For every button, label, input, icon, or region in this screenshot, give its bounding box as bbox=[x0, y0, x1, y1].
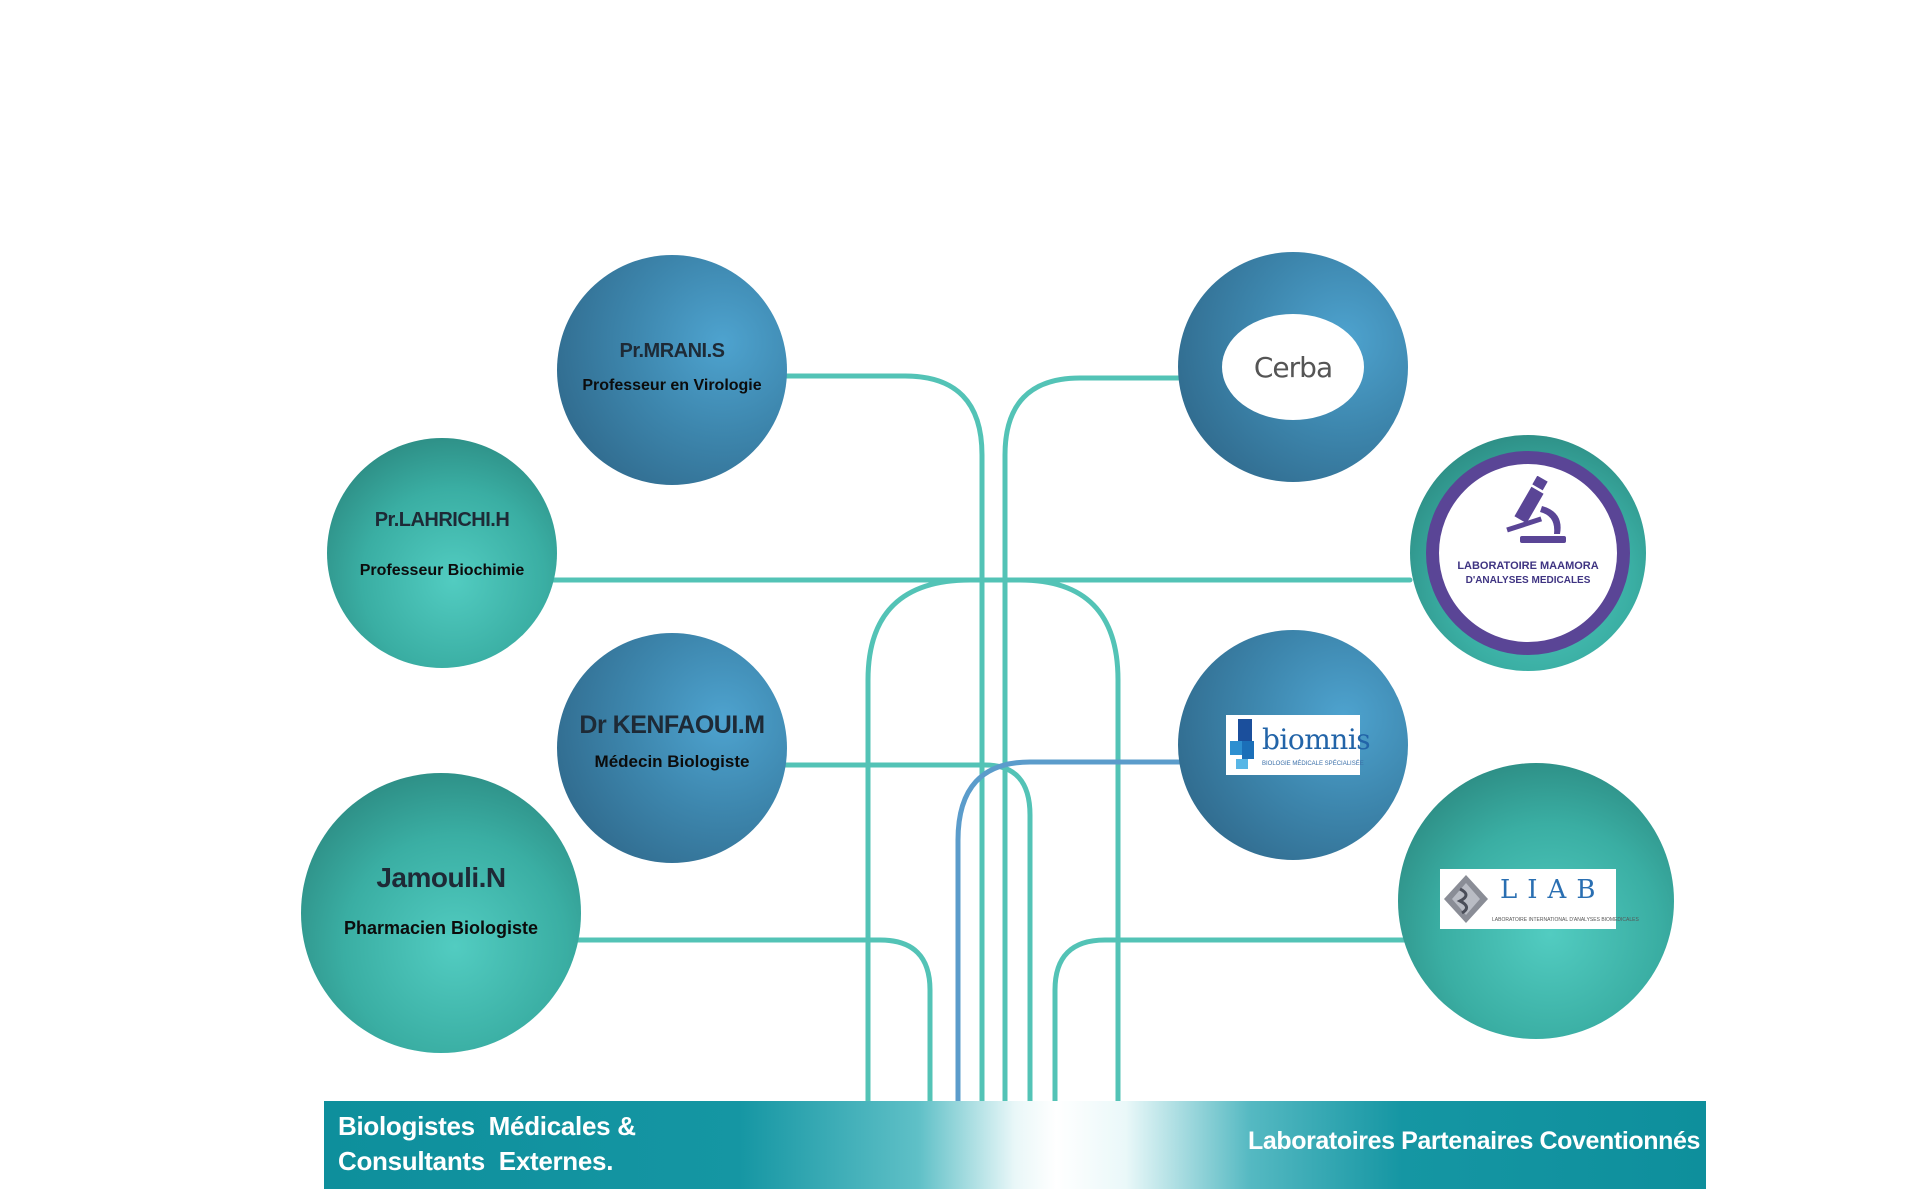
lab-bubble-liab: LIAB LABORATOIRE INTERNATIONAL D'ANALYSE… bbox=[1398, 763, 1674, 1039]
person-role: Médecin Biologiste bbox=[594, 751, 750, 771]
person-role: Professeur Biochimie bbox=[359, 561, 525, 579]
maamora-logo: LABORATOIRE MAAMORA D'ANALYSES MEDICALES bbox=[1426, 451, 1630, 655]
connector-liab bbox=[1052, 937, 1408, 1128]
person-bubble-jamouli: Jamouli.N Pharmacien Biologiste bbox=[301, 773, 581, 1053]
person-name: Pr.MRANI.S bbox=[619, 339, 725, 362]
cerba-logo: Cerba bbox=[1222, 314, 1364, 420]
connector-kenfaoui bbox=[777, 762, 1033, 1128]
liab-logo-sub: LABORATOIRE INTERNATIONAL D'ANALYSES BIO… bbox=[1492, 917, 1639, 923]
person-role: Pharmacien Biologiste bbox=[343, 917, 539, 938]
maamora-line2: D'ANALYSES MEDICALES bbox=[1465, 575, 1591, 586]
connector-jamouli bbox=[572, 937, 933, 1128]
connector-mrani bbox=[777, 373, 985, 1128]
banner-left-caption: Biologistes Médicales & Consultants Exte… bbox=[338, 1109, 636, 1179]
microscope-icon bbox=[1506, 476, 1566, 543]
lab-bubble-maamora: LABORATOIRE MAAMORA D'ANALYSES MEDICALES bbox=[1410, 435, 1646, 671]
person-name: Dr KENFAOUI.M bbox=[579, 710, 765, 739]
lab-bubble-biomnis: biomnis BIOLOGIE MÉDICALE SPÉCIALISÉE bbox=[1178, 630, 1408, 860]
lab-bubble-cerba: Cerba bbox=[1178, 252, 1408, 482]
banner-left-line2: Consultants Externes. bbox=[338, 1146, 614, 1176]
biomnis-logo-sub: BIOLOGIE MÉDICALE SPÉCIALISÉE bbox=[1262, 761, 1364, 767]
banner-right-caption: Laboratoires Partenaires Coventionnés bbox=[1247, 1127, 1700, 1155]
connector-arch bbox=[865, 577, 1121, 1128]
maamora-line1: LABORATOIRE MAAMORA bbox=[1457, 560, 1599, 572]
liab-mark-icon bbox=[1444, 875, 1488, 923]
person-bubble-kenfaoui: Dr KENFAOUI.M Médecin Biologiste bbox=[557, 633, 787, 863]
connector-cerba bbox=[1002, 375, 1183, 1128]
person-name: Jamouli.N bbox=[376, 861, 506, 893]
liab-logo-text: LIAB bbox=[1500, 875, 1606, 905]
liab-logo: LIAB LABORATOIRE INTERNATIONAL D'ANALYSE… bbox=[1440, 869, 1639, 929]
person-bubble-mrani: Pr.MRANI.S Professeur en Virologie bbox=[557, 255, 787, 485]
biomnis-logo: biomnis BIOLOGIE MÉDICALE SPÉCIALISÉE bbox=[1226, 715, 1371, 775]
biomnis-mark-icon bbox=[1230, 719, 1254, 769]
cerba-logo-text: Cerba bbox=[1253, 350, 1333, 384]
biomnis-logo-text: biomnis bbox=[1262, 723, 1371, 756]
person-bubble-lahrichi: Pr.LAHRICHI.H Professeur Biochimie bbox=[327, 438, 557, 668]
person-name: Pr.LAHRICHI.H bbox=[374, 508, 510, 531]
banner-left-line1: Biologistes Médicales & bbox=[338, 1111, 636, 1141]
person-role: Professeur en Virologie bbox=[582, 376, 762, 394]
footer-banner: Biologistes Médicales & Consultants Exte… bbox=[324, 1101, 1706, 1189]
connector-biomnis bbox=[955, 759, 1183, 1128]
